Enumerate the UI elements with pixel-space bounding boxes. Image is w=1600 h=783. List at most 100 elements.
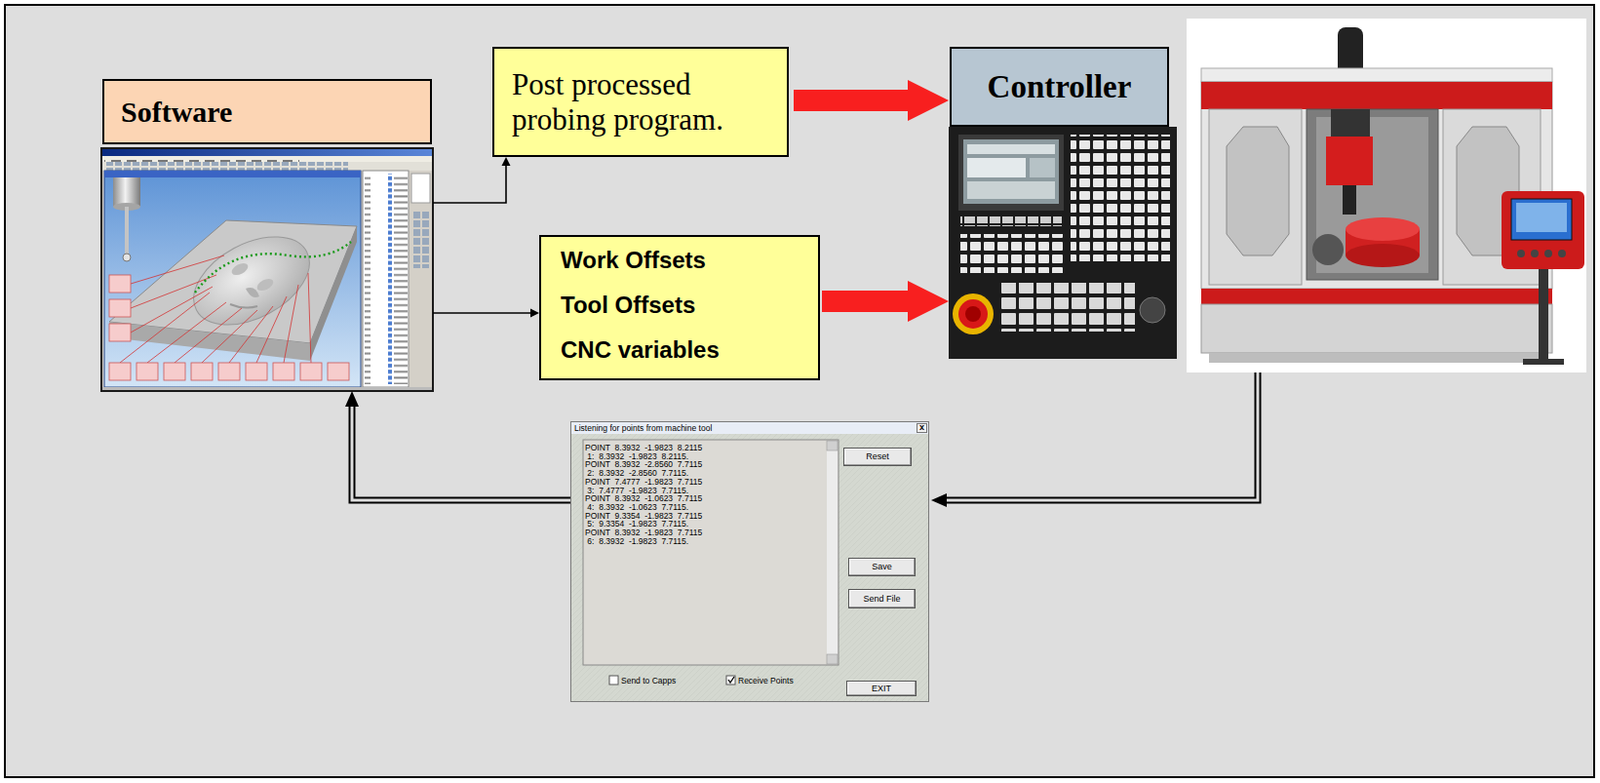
machine-tool-photo — [1201, 81, 1553, 110]
panel-heading: Controller — [949, 46, 1170, 127]
controller-panel: Controller — [948, 46, 1177, 359]
software-screenshot — [256, 296, 287, 363]
controller-photo — [948, 126, 1177, 359]
software-screenshot — [255, 275, 276, 293]
machine-tool-photo — [1342, 185, 1357, 215]
list-line: POINT 8.3932 -1.0623 7.7115 — [585, 494, 824, 504]
machine-tool-photo — [1530, 249, 1539, 258]
machine-tool-photo — [1209, 352, 1546, 363]
software-screenshot — [102, 387, 432, 391]
software-screenshot — [136, 362, 158, 381]
machine-tool-photo — [1201, 304, 1553, 353]
feedback-arrow — [931, 372, 1261, 508]
software-screenshot — [362, 170, 409, 388]
machine-tool-photo — [1501, 191, 1585, 270]
dialog-window — [728, 676, 735, 683]
list-line: 3: 7.4777 -1.9823 7.7115. — [585, 486, 824, 496]
dialog-window — [609, 675, 619, 685]
machine-tool-photo — [1201, 288, 1553, 305]
software-screenshot — [245, 362, 268, 381]
dialog-window — [726, 675, 736, 685]
software-screenshot — [174, 308, 242, 363]
software-screenshot — [147, 302, 227, 363]
dialog-window — [570, 421, 930, 703]
checkbox-label: Receive Points — [738, 674, 794, 687]
software-screenshot — [109, 323, 131, 342]
software-screenshot — [109, 362, 131, 381]
machine-tool-photo — [1511, 198, 1572, 240]
machine-tool-photo — [1209, 109, 1302, 285]
software-screenshot — [119, 292, 210, 363]
list-line: 4: 8.3932 -1.0623 7.7115. — [585, 503, 824, 512]
list-line: 1: 8.3932 -1.9823 8.2115. — [585, 452, 824, 462]
controller-photo — [958, 134, 1064, 211]
dialog-window — [570, 421, 930, 703]
arrowhead — [530, 309, 540, 318]
checkbox-label: Send to Capps — [621, 674, 676, 687]
software-screenshot — [308, 273, 312, 363]
machine-tool-photo — [1538, 269, 1549, 361]
list-line: POINT 8.3932 -1.9823 8.2115 — [585, 443, 824, 453]
list-box: POINT 8.3932 -1.9823 8.2115 1: 8.3932 -1… — [583, 439, 824, 546]
connector-line — [432, 312, 531, 314]
dialog-window — [826, 440, 838, 451]
machine-tool-photo — [1516, 202, 1567, 233]
feedback-arrow — [931, 493, 947, 508]
machine-tool-photo — [1312, 234, 1344, 266]
label-holder: Send to Capps — [621, 674, 676, 687]
push-button: Reset — [843, 447, 912, 467]
machine-tool-photo — [1345, 217, 1420, 241]
block-arrow — [821, 280, 949, 322]
software-screenshot — [102, 149, 432, 157]
machine-tool-photo — [1544, 249, 1553, 258]
machine-tool-photo — [1201, 81, 1553, 289]
software-screenshot — [327, 362, 350, 381]
machine-tool-photo — [1226, 126, 1289, 256]
software-screenshot — [102, 161, 432, 171]
button-text: EXIT — [847, 681, 916, 696]
software-screenshot — [124, 206, 129, 256]
dialog-window: Listening for points from machine toolPO… — [570, 421, 930, 703]
connector — [432, 156, 511, 203]
machine-tool-photo — [1517, 249, 1525, 258]
arrowhead — [345, 390, 359, 407]
machine-tool-photo — [1326, 136, 1373, 186]
software-panel: Software — [101, 78, 433, 391]
push-button: EXIT — [846, 680, 917, 697]
machine-tool-photo — [1186, 18, 1587, 373]
push-button: Save — [848, 557, 916, 577]
connector-line — [432, 165, 507, 203]
software-screenshot — [283, 284, 299, 363]
list-line: 2: 8.3932 -2.8560 7.7115. — [585, 468, 824, 478]
dialog-window — [571, 422, 929, 434]
connector — [432, 309, 540, 318]
software-screenshot — [102, 156, 432, 162]
software-screenshot — [122, 253, 131, 262]
software-screenshot — [191, 362, 213, 381]
software-screenshot — [104, 161, 349, 171]
software-screenshot — [245, 287, 260, 298]
controller-photo — [958, 299, 988, 329]
process-box: Post processed probing program. — [492, 46, 789, 157]
dialog-window — [583, 439, 839, 665]
list-line: 5: 9.3354 -1.9823 7.7115. — [585, 519, 824, 529]
software-screenshot — [101, 148, 433, 391]
list-line: 6: 8.3932 -1.9823 7.7115. — [585, 537, 824, 547]
software-screenshot — [104, 156, 300, 162]
connector — [793, 79, 949, 121]
box-text: Post processed probing program. — [511, 67, 774, 138]
software-screenshot — [195, 241, 352, 293]
button-text: Reset — [844, 448, 911, 466]
list-line: POINT 8.3932 -1.9823 7.7115 — [585, 528, 824, 538]
button-text: Send File — [849, 589, 915, 608]
box-text: CNC variables — [560, 327, 803, 373]
button-text: Save — [849, 558, 915, 576]
list-line: POINT 8.3932 -2.8560 7.7115 — [585, 460, 824, 469]
window-title: Listening for points from machine tool — [571, 422, 906, 434]
button-text: x — [917, 424, 927, 431]
diagram-frame — [4, 4, 1595, 778]
software-screenshot — [411, 209, 430, 269]
software-screenshot — [409, 170, 432, 388]
dialog-window — [826, 440, 838, 664]
software-screenshot — [229, 306, 274, 363]
